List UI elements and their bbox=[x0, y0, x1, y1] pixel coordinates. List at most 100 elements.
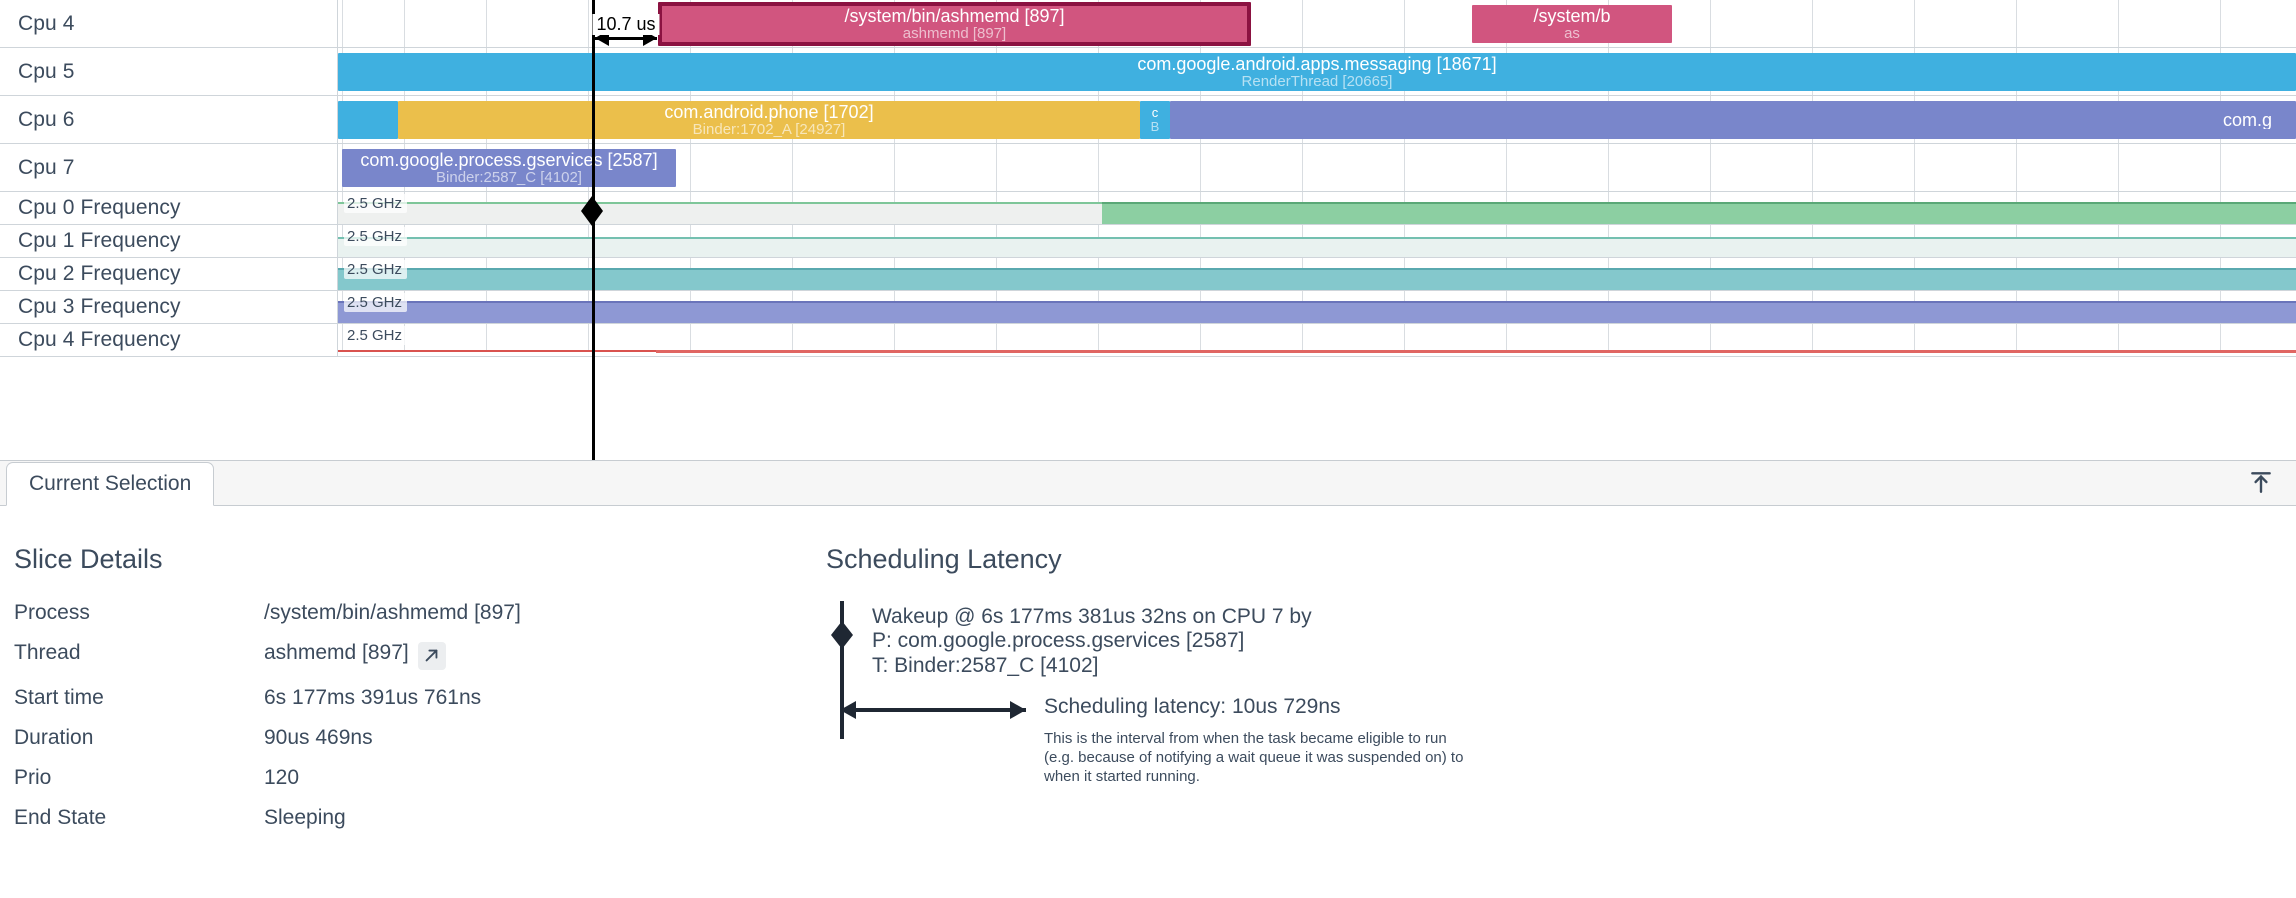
track-shell-cpu-6[interactable]: Cpu 6 bbox=[0, 96, 338, 143]
counter-value-label: 2.5 GHz bbox=[344, 260, 408, 279]
counter-value-label: 2.5 GHz bbox=[344, 227, 408, 246]
track-canvas-cpu-1-frequency[interactable]: 2.5 GHz bbox=[338, 225, 2296, 257]
track-shell-cpu-4-frequency[interactable]: Cpu 4 Frequency bbox=[0, 324, 338, 356]
track-shell-cpu-2-frequency[interactable]: Cpu 2 Frequency bbox=[0, 258, 338, 290]
scheduling-latency-section: Scheduling Latency Wakeup @ 6s 177ms 381… bbox=[820, 534, 2296, 898]
track-title: Cpu 4 Frequency bbox=[18, 328, 181, 351]
detail-row-end-state: End State Sleeping bbox=[14, 806, 521, 846]
track-cpu-1-frequency[interactable]: Cpu 1 Frequency 2.5 GHz bbox=[0, 225, 2296, 258]
slice-cpu6-small[interactable]: c B bbox=[1140, 101, 1170, 139]
track-canvas-cpu-4-frequency[interactable]: 2.5 GHz bbox=[338, 324, 2296, 356]
slice-ashmemd-selected[interactable]: /system/bin/ashmemd [897] ashmemd [897] bbox=[658, 2, 1251, 46]
track-shell-cpu-0-frequency[interactable]: Cpu 0 Frequency bbox=[0, 192, 338, 224]
section-title-scheduling-latency: Scheduling Latency bbox=[826, 544, 1062, 574]
track-shell-cpu-5[interactable]: Cpu 5 bbox=[0, 48, 338, 95]
track-shell-cpu-3-frequency[interactable]: Cpu 3 Frequency bbox=[0, 291, 338, 323]
counter-value-label: 2.5 GHz bbox=[344, 326, 408, 345]
track-shell-cpu-4[interactable]: Cpu 4 bbox=[0, 0, 338, 47]
slice-subtitle: RenderThread [20665] bbox=[1241, 73, 1393, 90]
track-title: Cpu 0 Frequency bbox=[18, 196, 181, 219]
track-cpu-6[interactable]: Cpu 6 com.android.phone [1702] Binder:17… bbox=[0, 96, 2296, 144]
wakeup-marker-diamond[interactable] bbox=[581, 196, 603, 226]
track-cpu-7[interactable]: Cpu 7 com.google.process.gservices [2587… bbox=[0, 144, 2296, 192]
slice-messaging[interactable]: com.google.android.apps.messaging [18671… bbox=[338, 53, 2296, 91]
slice-details-section: Slice Details Process /system/bin/ashmem… bbox=[0, 534, 820, 898]
counter-area bbox=[338, 301, 2296, 323]
slice-title: com.google.process.gservices [2587] bbox=[360, 150, 658, 170]
detail-row-prio: Prio 120 bbox=[14, 766, 521, 806]
detail-row-duration: Duration 90us 469ns bbox=[14, 726, 521, 766]
track-cpu-4-frequency[interactable]: Cpu 4 Frequency 2.5 GHz bbox=[0, 324, 2296, 357]
counter-area-low bbox=[338, 202, 1102, 224]
detail-value: Sleeping bbox=[264, 805, 346, 829]
collapse-panel-icon[interactable] bbox=[2244, 465, 2278, 499]
slice-title: com.android.phone [1702] bbox=[664, 102, 874, 122]
detail-row-thread: Thread ashmemd [897] bbox=[14, 641, 521, 686]
detail-key: Duration bbox=[14, 725, 94, 749]
counter-area-a bbox=[338, 350, 656, 356]
track-canvas-cpu-5[interactable]: com.google.android.apps.messaging [18671… bbox=[338, 48, 2296, 95]
details-panel: Current Selection Slice Details Process … bbox=[0, 460, 2296, 898]
track-canvas-cpu-4[interactable]: /system/bin/ashmemd [897] ashmemd [897] … bbox=[338, 0, 2296, 47]
track-shell-cpu-1-frequency[interactable]: Cpu 1 Frequency bbox=[0, 225, 338, 257]
slice-subtitle: Binder:1702_A [24927] bbox=[692, 121, 846, 138]
counter-area bbox=[338, 268, 2296, 290]
details-tabstrip[interactable]: Current Selection bbox=[0, 461, 2296, 506]
slice-ashmemd-2[interactable]: /system/b as bbox=[1472, 5, 1672, 43]
detail-key: Prio bbox=[14, 765, 52, 789]
track-cpu-5[interactable]: Cpu 5 com.google.android.apps.messaging … bbox=[0, 48, 2296, 96]
track-canvas-cpu-2-frequency[interactable]: 2.5 GHz bbox=[338, 258, 2296, 290]
latency-span-arrow-icon bbox=[840, 701, 1026, 719]
track-cpu-3-frequency[interactable]: Cpu 3 Frequency 2.5 GHz bbox=[0, 291, 2296, 324]
slice-title: com.g bbox=[2222, 110, 2272, 130]
slice-gservices[interactable]: com.google.process.gservices [2587] Bind… bbox=[342, 149, 676, 187]
track-cpu-0-frequency[interactable]: Cpu 0 Frequency 2.5 GHz bbox=[0, 192, 2296, 225]
slice-cpu6-trailing[interactable]: com.g bbox=[1170, 101, 2296, 139]
detail-value-wrapper: ashmemd [897] bbox=[264, 641, 521, 686]
track-cpu-2-frequency[interactable]: Cpu 2 Frequency 2.5 GHz bbox=[0, 258, 2296, 291]
latency-desc-line-1: This is the interval from when the task … bbox=[1044, 730, 1447, 747]
section-title-slice-details: Slice Details bbox=[14, 544, 163, 574]
wakeup-diamond-icon bbox=[831, 621, 853, 649]
slice-subtitle: B bbox=[1150, 120, 1160, 134]
detail-key: Process bbox=[14, 601, 90, 624]
measure-duration-arrow: 10.7 us bbox=[592, 12, 660, 46]
track-canvas-cpu-6[interactable]: com.android.phone [1702] Binder:1702_A [… bbox=[338, 96, 2296, 143]
counter-area bbox=[338, 237, 2296, 257]
latency-timeline-axis bbox=[840, 601, 844, 739]
latency-desc-line-2: (e.g. because of notifying a wait queue … bbox=[1044, 749, 1464, 767]
latency-desc-line-3: when it started running. bbox=[1044, 768, 1200, 786]
slice-details-table: Process /system/bin/ashmemd [897] Thread… bbox=[14, 601, 521, 846]
timeline-cursor-line[interactable] bbox=[592, 0, 595, 460]
track-canvas-cpu-3-frequency[interactable]: 2.5 GHz bbox=[338, 291, 2296, 323]
timeline-area[interactable]: Cpu 4 /system/bin/ashmemd [897] ashmemd … bbox=[0, 0, 2296, 460]
details-body: Slice Details Process /system/bin/ashmem… bbox=[0, 506, 2296, 898]
track-title: Cpu 4 bbox=[18, 11, 75, 35]
counter-area-b bbox=[656, 350, 1446, 356]
track-shell-cpu-7[interactable]: Cpu 7 bbox=[0, 144, 338, 191]
slice-cpu6-blue[interactable] bbox=[338, 101, 398, 139]
slice-android-phone[interactable]: com.android.phone [1702] Binder:1702_A [… bbox=[398, 101, 1140, 139]
track-title: Cpu 3 Frequency bbox=[18, 295, 181, 318]
track-canvas-cpu-0-frequency[interactable]: 2.5 GHz bbox=[338, 192, 2296, 224]
detail-key: End State bbox=[14, 805, 107, 829]
detail-value: ashmemd [897] bbox=[264, 641, 409, 664]
slice-title: com.google.android.apps.messaging [18671… bbox=[1137, 54, 1497, 74]
track-cpu-4[interactable]: Cpu 4 /system/bin/ashmemd [897] ashmemd … bbox=[0, 0, 2296, 48]
counter-area-high bbox=[1102, 202, 2296, 224]
detail-value: /system/bin/ashmemd [897] bbox=[264, 601, 521, 624]
slice-subtitle: ashmemd [897] bbox=[902, 25, 1007, 42]
track-canvas-cpu-7[interactable]: com.google.process.gservices [2587] Bind… bbox=[338, 144, 2296, 191]
detail-key: Thread bbox=[14, 641, 81, 664]
track-title: Cpu 7 bbox=[18, 155, 75, 179]
latency-description: This is the interval from when the task … bbox=[1044, 729, 1463, 787]
goto-thread-arrow-icon[interactable] bbox=[417, 641, 446, 670]
counter-value-label: 2.5 GHz bbox=[344, 194, 408, 213]
slice-title: /system/bin/ashmemd [897] bbox=[844, 6, 1065, 26]
detail-value: 120 bbox=[264, 765, 300, 789]
detail-key: Start time bbox=[14, 685, 104, 709]
wakeup-line-3: T: Binder:2587_C [4102] bbox=[872, 653, 1099, 677]
track-title: Cpu 6 bbox=[18, 107, 75, 131]
tab-current-selection[interactable]: Current Selection bbox=[6, 462, 215, 506]
scheduling-latency-diagram: Wakeup @ 6s 177ms 381us 32ns on CPU 7 by… bbox=[826, 601, 2296, 851]
